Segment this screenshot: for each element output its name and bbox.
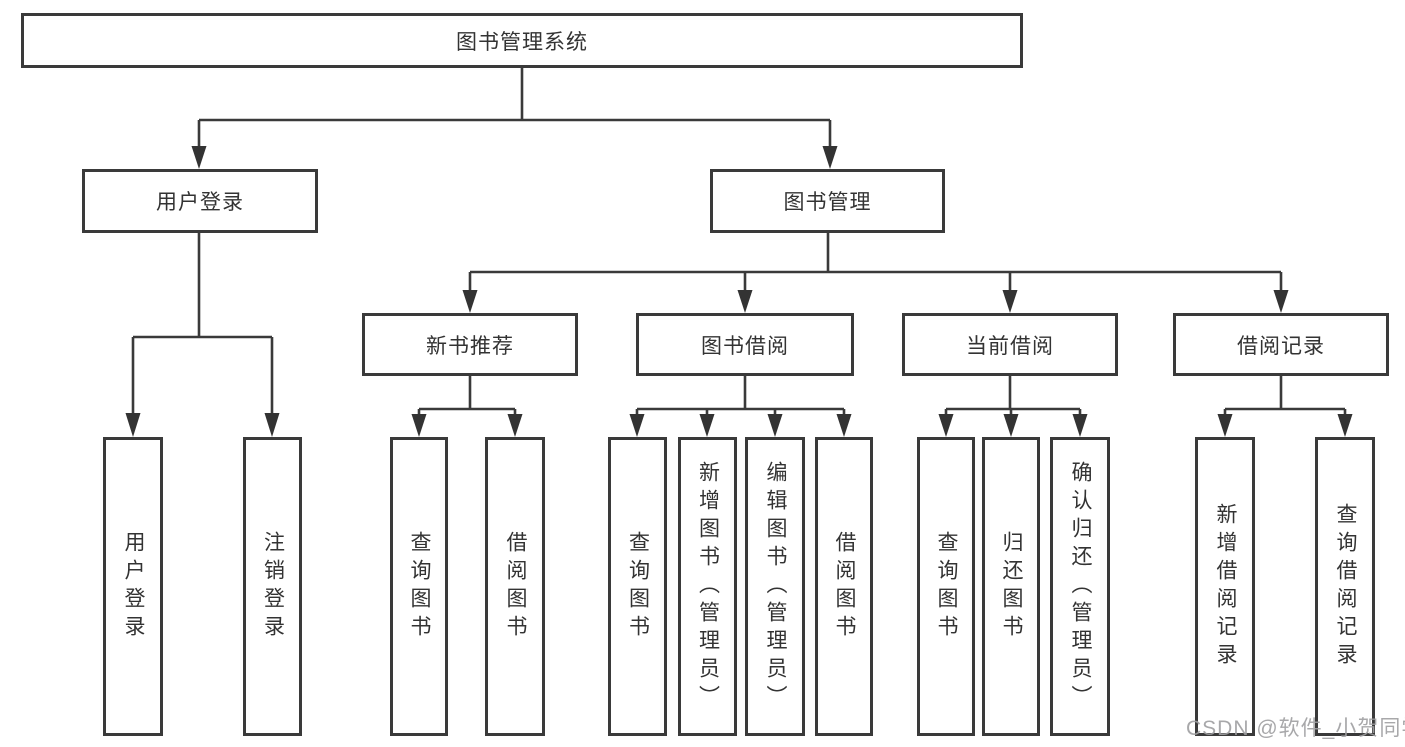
node-new-book-recommend: 新书推荐 bbox=[362, 313, 578, 376]
edge-book-management-to-level3 bbox=[462, 233, 1289, 313]
leaf-borrow-books-1: 借阅图书 bbox=[485, 437, 545, 736]
leaf-logout: 注销登录 bbox=[243, 437, 302, 736]
node-label: 查询图书 bbox=[935, 530, 958, 643]
node-current-borrowing: 当前借阅 bbox=[902, 313, 1118, 376]
node-user-login: 用户登录 bbox=[82, 169, 318, 233]
leaf-add-borrow-record: 新增借阅记录 bbox=[1195, 437, 1255, 736]
edge-root-to-level2 bbox=[191, 68, 838, 169]
leaf-add-books-admin: 新增图书（管理员） bbox=[678, 437, 737, 736]
node-label: 借阅记录 bbox=[1237, 334, 1325, 358]
node-label: 查询图书 bbox=[626, 530, 650, 643]
node-label: 新增借阅记录 bbox=[1214, 502, 1237, 671]
node-label: 注销登录 bbox=[261, 530, 285, 643]
node-label: 图书管理系统 bbox=[456, 30, 588, 54]
node-label: 当前借阅 bbox=[966, 334, 1054, 358]
node-label: 新增图书（管理员） bbox=[696, 460, 720, 713]
edge-borrow-records-to-leaves bbox=[1217, 376, 1353, 437]
leaf-user-login: 用户登录 bbox=[103, 437, 163, 736]
leaf-edit-books-admin: 编辑图书（管理员） bbox=[745, 437, 805, 736]
edge-current-borrow-to-leaves bbox=[938, 376, 1088, 437]
node-label: 编辑图书（管理员） bbox=[764, 460, 787, 713]
edge-user-login-to-leaves bbox=[125, 233, 280, 437]
leaf-return-books: 归还图书 bbox=[982, 437, 1040, 736]
node-label: 新书推荐 bbox=[426, 334, 514, 358]
edge-book-borrow-to-leaves bbox=[629, 376, 852, 437]
node-label: 用户登录 bbox=[156, 191, 244, 214]
leaf-query-books-3: 查询图书 bbox=[917, 437, 975, 736]
leaf-confirm-return-admin: 确认归还（管理员） bbox=[1050, 437, 1110, 736]
node-book-borrowing: 图书借阅 bbox=[636, 313, 854, 376]
node-label: 归还图书 bbox=[1000, 530, 1023, 643]
leaf-query-borrow-record: 查询借阅记录 bbox=[1315, 437, 1375, 736]
node-book-management: 图书管理 bbox=[710, 169, 945, 233]
node-label: 查询借阅记录 bbox=[1334, 502, 1357, 671]
node-label: 图书借阅 bbox=[701, 334, 789, 358]
leaf-borrow-books-2: 借阅图书 bbox=[815, 437, 873, 736]
edge-new-book-rec-to-leaves bbox=[411, 376, 523, 437]
leaf-query-books-2: 查询图书 bbox=[608, 437, 667, 736]
node-label: 借阅图书 bbox=[833, 530, 856, 643]
node-borrowing-records: 借阅记录 bbox=[1173, 313, 1389, 376]
csdn-watermark: CSDN @软件_小贺同学 bbox=[1186, 717, 1405, 740]
node-label: 图书管理 bbox=[783, 191, 872, 214]
node-label: 用户登录 bbox=[122, 530, 145, 643]
leaf-query-books-1: 查询图书 bbox=[390, 437, 448, 736]
node-root-library-system: 图书管理系统 bbox=[21, 13, 1023, 68]
node-label: 查询图书 bbox=[408, 530, 431, 643]
node-label: 确认归还（管理员） bbox=[1069, 460, 1092, 713]
node-label: 借阅图书 bbox=[504, 530, 527, 643]
